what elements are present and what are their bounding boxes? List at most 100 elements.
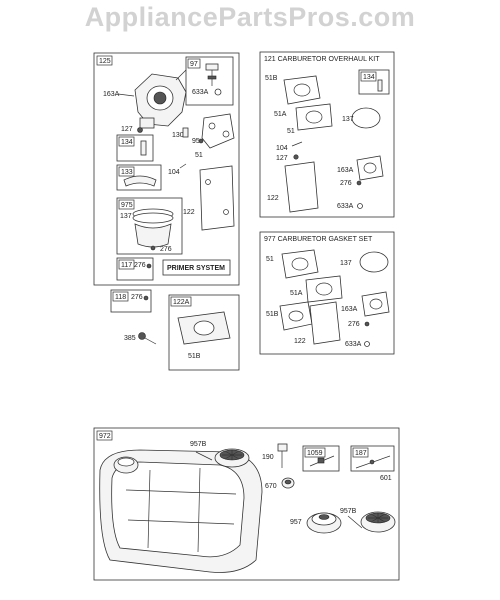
overhaul-kit-frame (259, 51, 395, 218)
label-975: 975 (121, 202, 133, 209)
gasket-set-section: 977 CARBURETOR GASKET SET 51 137 51A 51B… (259, 231, 395, 355)
label-127-main: 127 (121, 126, 133, 133)
rotating-screen-957b-top-part (214, 448, 250, 468)
label-51-gs: 51 (266, 256, 274, 263)
inset-134-ovh-frame (358, 69, 390, 95)
insulator-122a-part (177, 311, 231, 345)
watermark-text: AppliancePartsPros.com (84, 2, 416, 32)
label-51-ovh: 51 (287, 128, 295, 135)
label-125: 125 (99, 58, 111, 65)
label-104-main: 104 (168, 169, 180, 176)
primer-system-box (162, 259, 231, 276)
tag-975 (118, 199, 135, 210)
label-137-main: 137 (120, 213, 132, 220)
label-276-ovh: 276 (340, 180, 352, 187)
label-122-gs: 122 (294, 338, 306, 345)
label-137-gs: 137 (340, 260, 352, 267)
inset-1059-frame (302, 445, 340, 472)
rotating-screen-957-part (306, 512, 342, 534)
label-134-ovh: 134 (363, 74, 375, 81)
label-972: 972 (99, 433, 111, 440)
label-633a-ovh: 633A (337, 203, 354, 210)
label-276-main: 276 (160, 246, 172, 253)
gasket-51-part (201, 113, 235, 149)
gasket-122-part (199, 165, 235, 231)
jet-130-part (182, 127, 189, 138)
label-670: 670 (265, 483, 277, 490)
label-276-118: 276 (131, 294, 143, 301)
label-633a-gs: 633A (345, 341, 362, 348)
blower-housing-frame (93, 427, 400, 581)
label-118: 118 (115, 294, 126, 301)
carburetor-body-part (134, 69, 187, 129)
inset-187-frame (350, 445, 395, 472)
label-95: 95 (192, 138, 200, 145)
blower-housing-part (99, 449, 263, 573)
washer-276-gs-part (364, 321, 370, 327)
label-163a-ovh: 163A (337, 167, 354, 174)
blower-housing-section: 972 957B 190 1059 (93, 427, 400, 581)
gasket-51b-ovh-part (283, 75, 321, 105)
label-1059: 1059 (307, 450, 323, 457)
label-51b-lower: 51B (188, 353, 201, 360)
inset-118-frame (110, 289, 152, 313)
leader-163a (117, 93, 135, 97)
label-163a-gs: 163A (341, 306, 358, 313)
lower-left-section: 118 276 122A 51B 385 (110, 289, 240, 371)
gasket-set-title: 977 CARBURETOR GASKET SET (264, 236, 373, 243)
label-51a-ovh: 51A (274, 111, 287, 118)
label-122-ovh: 122 (267, 195, 279, 202)
section-tag-125 (96, 55, 113, 66)
tie-187-part (355, 455, 391, 469)
label-957b-right: 957B (340, 508, 357, 515)
label-117: 117 (121, 262, 132, 269)
choke-shaft-part (205, 63, 219, 86)
label-957: 957 (290, 519, 302, 526)
tag-117 (118, 259, 135, 270)
label-187: 187 (355, 450, 367, 457)
washer-276-ovh-part (356, 180, 362, 186)
label-122a: 122A (173, 299, 190, 306)
screw-276-primer-part (146, 263, 152, 269)
tag-133 (118, 166, 135, 177)
inset-117-frame (116, 257, 154, 281)
tag-187 (352, 447, 369, 458)
tag-972 (96, 430, 113, 441)
label-51a-gs: 51A (290, 290, 303, 297)
gasket-122-gs-part (309, 301, 341, 345)
inset-134-frame (116, 134, 154, 162)
label-134-main: 134 (121, 139, 133, 146)
gasket-51b-gs-part (279, 301, 313, 331)
label-276-primer: 276 (134, 262, 146, 269)
screw-127-ovh-part (293, 154, 299, 160)
label-190: 190 (262, 454, 274, 461)
gasket-163a-gs-part (361, 291, 390, 317)
tag-134-main (118, 136, 135, 147)
label-385: 385 (124, 335, 136, 342)
screw-276-118-part (143, 295, 149, 301)
spring-633a-part (214, 88, 222, 96)
carburetor-assembly-frame (93, 52, 240, 286)
bolt-190-part (277, 443, 288, 468)
label-163a-main: 163A (103, 91, 120, 98)
spring-633a-gs-part (364, 341, 370, 347)
leader-957b-right (347, 515, 363, 529)
label-957b-top: 957B (190, 441, 207, 448)
overhaul-kit-title: 121 CARBURETOR OVERHAUL KIT (264, 56, 380, 63)
pin-104-ovh-part (291, 141, 303, 147)
oring-137-gs-part (359, 251, 389, 273)
label-633a-main: 633A (192, 89, 209, 96)
screw-276-part (150, 245, 156, 251)
needle-134-part (140, 140, 147, 156)
oring-137-ovh-part (351, 107, 381, 129)
label-137-ovh: 137 (342, 116, 354, 123)
label-51-main: 51 (195, 152, 203, 159)
gasket-163a-ovh-part (356, 155, 384, 181)
gasket-51-gs-part (281, 249, 319, 279)
tag-122a (170, 296, 192, 307)
spring-633a-ovh-part (357, 203, 363, 209)
gasket-122-ovh-part (284, 161, 319, 213)
screw-95-part (198, 138, 204, 144)
primer-system-label: PRIMER SYSTEM (167, 265, 225, 272)
label-127-ovh: 127 (276, 155, 288, 162)
